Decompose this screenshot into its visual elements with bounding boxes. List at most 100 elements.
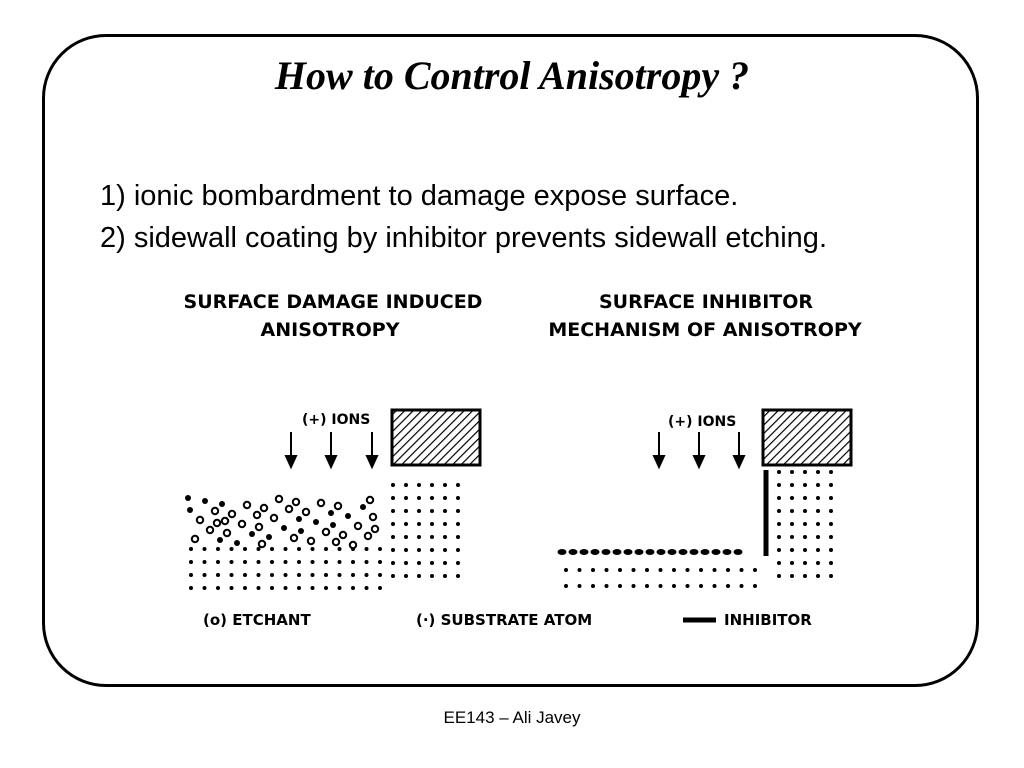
slide-title: How to Control Anisotropy ? [274, 53, 750, 98]
surface-etchant-particle [667, 549, 677, 555]
substrate-atom [351, 586, 355, 590]
substrate-atom [777, 470, 781, 474]
surface-etchant-particle [678, 549, 688, 555]
substrate-atom [618, 568, 622, 572]
substrate-atom [270, 547, 274, 551]
etchant-particle [328, 510, 334, 516]
substrate-atom [270, 586, 274, 590]
substrate-atom [443, 496, 447, 500]
substrate-atom [391, 548, 395, 552]
substrate-atom [297, 586, 301, 590]
substrate-atom [391, 561, 395, 565]
substrate-atom [364, 560, 369, 564]
substrate-atom [337, 560, 342, 564]
substrate-atom [378, 547, 382, 551]
etchant-particle [296, 516, 302, 522]
surface-etchant-particle [601, 549, 611, 555]
etchant-particle [298, 528, 304, 534]
substrate-atom [829, 535, 833, 539]
right-ions-label: (+) IONS [668, 414, 736, 430]
etchant-particle [316, 498, 326, 508]
substrate-atom [189, 573, 193, 577]
substrate-atom [202, 547, 207, 551]
etchant-particle [281, 525, 287, 531]
substrate-atom [753, 568, 757, 572]
etchant-particle [202, 498, 208, 504]
point-ionic-bombardment: 1) ionic bombardment to damage expose su… [100, 180, 739, 212]
surface-etchant-particle [612, 549, 622, 555]
right-ion-arrows [652, 432, 746, 470]
substrate-atom [790, 574, 794, 578]
substrate-atom [699, 584, 703, 588]
substrate-atom [790, 470, 794, 474]
substrate-atom [803, 522, 807, 526]
substrate-atom [777, 561, 781, 565]
substrate-atom [790, 496, 794, 500]
left-substrate-atoms [189, 483, 460, 590]
substrate-atom [404, 535, 408, 539]
substrate-atom [618, 584, 622, 588]
substrate-atom [803, 548, 807, 552]
substrate-atom [443, 509, 447, 513]
substrate-atom [803, 561, 807, 565]
surface-etchant-particle [634, 549, 644, 555]
substrate-atom [324, 586, 328, 590]
substrate-atom [816, 535, 820, 539]
substrate-atom [456, 483, 460, 487]
substrate-atom [202, 586, 207, 590]
substrate-atom [364, 573, 369, 577]
substrate-atom [283, 547, 288, 551]
etchant-particle [185, 495, 191, 501]
substrate-atom [391, 535, 395, 539]
point-sidewall-coating: 2) sidewall coating by inhibitor prevent… [100, 222, 827, 254]
etchant-particle [210, 506, 220, 516]
substrate-atom [378, 573, 382, 577]
substrate-atom [456, 522, 460, 526]
substrate-atom [256, 547, 261, 551]
substrate-atom [430, 496, 434, 500]
substrate-atom [443, 574, 447, 578]
right-substrate-atoms [564, 470, 833, 588]
substrate-atom [417, 535, 421, 539]
substrate-atom [829, 548, 833, 552]
etchant-particle [333, 501, 343, 511]
substrate-atom [829, 509, 833, 513]
substrate-atom [739, 584, 744, 588]
substrate-atom [816, 509, 820, 513]
substrate-atom [816, 483, 820, 487]
substrate-atom [216, 547, 220, 551]
substrate-atom [777, 535, 781, 539]
substrate-atom [645, 584, 649, 588]
substrate-atom [337, 573, 342, 577]
etchant-particle [237, 519, 247, 529]
substrate-atom [777, 496, 781, 500]
legend-inhibitor: INHIBITOR [724, 611, 812, 629]
surface-etchant-particle [623, 549, 633, 555]
substrate-atom [803, 483, 807, 487]
etchant-particle [338, 530, 348, 540]
etchant-particle [360, 504, 366, 510]
substrate-atom [712, 584, 717, 588]
substrate-atom [456, 496, 460, 500]
substrate-atom [739, 568, 744, 572]
left-heading-line1: SURFACE DAMAGE INDUCED [184, 291, 483, 313]
surface-etchant-particle [579, 549, 589, 555]
slide-footer: EE143 – Ali Javey [443, 708, 581, 727]
etchant-particle [284, 504, 294, 514]
substrate-atom [790, 535, 794, 539]
surface-etchant-particle [700, 549, 710, 555]
left-mask-block [390, 408, 482, 467]
substrate-atom [790, 483, 794, 487]
substrate-atom [790, 548, 794, 552]
substrate-atom [645, 568, 649, 572]
substrate-atom [270, 573, 274, 577]
substrate-atom [417, 509, 421, 513]
substrate-atom [430, 561, 434, 565]
substrate-atom [417, 483, 421, 487]
surface-etchant-particle [590, 549, 600, 555]
substrate-atom [391, 483, 395, 487]
etchant-particle [269, 513, 279, 523]
substrate-atom [699, 568, 703, 572]
substrate-atom [256, 573, 261, 577]
substrate-atom [443, 561, 447, 565]
